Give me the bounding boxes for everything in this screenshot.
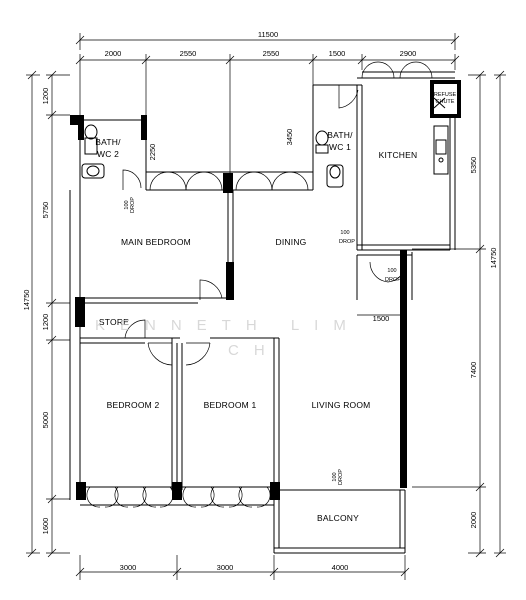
walls — [69, 71, 461, 554]
dimension-text: 5000 — [41, 412, 50, 429]
dimension-text: 14750 — [489, 248, 498, 269]
dimension-right-total: 14750 — [489, 70, 506, 558]
dimension-text: 2000 — [105, 49, 122, 58]
dimension-text: 5750 — [41, 202, 50, 219]
drop-value: 100 — [340, 230, 349, 236]
dimension-text: 11500 — [258, 30, 278, 39]
dimension-text: 5350 — [469, 157, 478, 174]
room-label-balcony: BALCONY — [317, 513, 359, 523]
drop-label-bath2: 100 DROP — [124, 197, 136, 213]
kitchen-sink — [433, 125, 449, 175]
windows-top — [149, 171, 309, 191]
dimension-bottom-segments: 3000 3000 4000 — [75, 555, 410, 580]
dimension-text: 1500 — [329, 49, 346, 58]
drop-value: 100 — [332, 472, 338, 481]
dimension-text: 3000 — [217, 563, 234, 572]
dimension-text: 7400 — [469, 362, 478, 379]
dimension-text: 2250 — [148, 144, 157, 161]
drop-word: DROP — [338, 469, 344, 485]
drop-word: DROP — [385, 277, 401, 283]
dimension-text: 2550 — [263, 49, 280, 58]
dimension-text: 2000 — [469, 512, 478, 529]
toilet-bath1 — [315, 130, 344, 188]
room-label-kitchen: KITCHEN — [379, 150, 418, 160]
dimension-top-segments: 2000 2550 2550 1500 2900 — [75, 49, 460, 180]
dimension-right-segments: 5350 7400 2000 — [412, 70, 486, 558]
drop-label-kitchen: 100 DROP — [385, 268, 401, 283]
dimension-text: 3450 — [285, 129, 294, 146]
dimension-text: 3000 — [120, 563, 137, 572]
room-label-main-bedroom: MAIN BEDROOM — [121, 237, 191, 247]
toilet-bath2 — [81, 124, 105, 179]
room-label-bath-wc1-line1: BATH/ — [327, 130, 353, 140]
drop-label-balcony: 100 DROP — [332, 469, 344, 485]
dimension-text: 1600 — [41, 518, 50, 535]
drop-word: DROP — [339, 239, 355, 245]
dimension-text: 1500 — [373, 314, 390, 323]
dimension-text: 2900 — [400, 49, 417, 58]
room-label-bath-wc1-line2: WC 1 — [329, 142, 351, 152]
dimension-text: 2550 — [180, 49, 197, 58]
room-label-store: STORE — [99, 317, 129, 327]
room-label-living-room: LIVING ROOM — [312, 400, 371, 410]
drop-label-dining: 100 DROP — [339, 230, 355, 245]
room-label-bath-wc2-line2: WC 2 — [97, 149, 119, 159]
windows-kitchen-top — [361, 61, 433, 79]
watermark-line2: CH — [228, 342, 280, 359]
dimension-left-total: 14750 — [22, 70, 40, 558]
room-label-bedroom1: BEDROOM 1 — [204, 400, 257, 410]
drop-value: 100 — [124, 200, 130, 209]
dimension-text: 1200 — [41, 314, 50, 331]
watermark-line1: KENNETH LIM — [95, 317, 361, 334]
dimension-left-segments: 1200 5750 1200 5000 1600 — [41, 70, 70, 558]
windows-bottom — [86, 486, 271, 508]
room-label-bedroom2: BEDROOM 2 — [107, 400, 160, 410]
doors — [122, 85, 407, 366]
room-label-bath-wc2-line1: BATH/ — [95, 137, 121, 147]
dimension-top-total: 11500 — [75, 30, 460, 50]
refuse-chute-symbol — [433, 97, 446, 109]
room-label-refuse-chute-line2: CHUTE — [436, 99, 455, 105]
room-label-dining: DINING — [276, 237, 307, 247]
dimension-text: 1200 — [41, 88, 50, 105]
drop-value: 100 — [387, 268, 396, 274]
drop-word: DROP — [130, 197, 136, 213]
dimension-text: 4000 — [332, 563, 349, 572]
dimension-text: 14750 — [22, 290, 31, 311]
room-label-refuse-chute-line1: REFUSE — [434, 92, 457, 98]
